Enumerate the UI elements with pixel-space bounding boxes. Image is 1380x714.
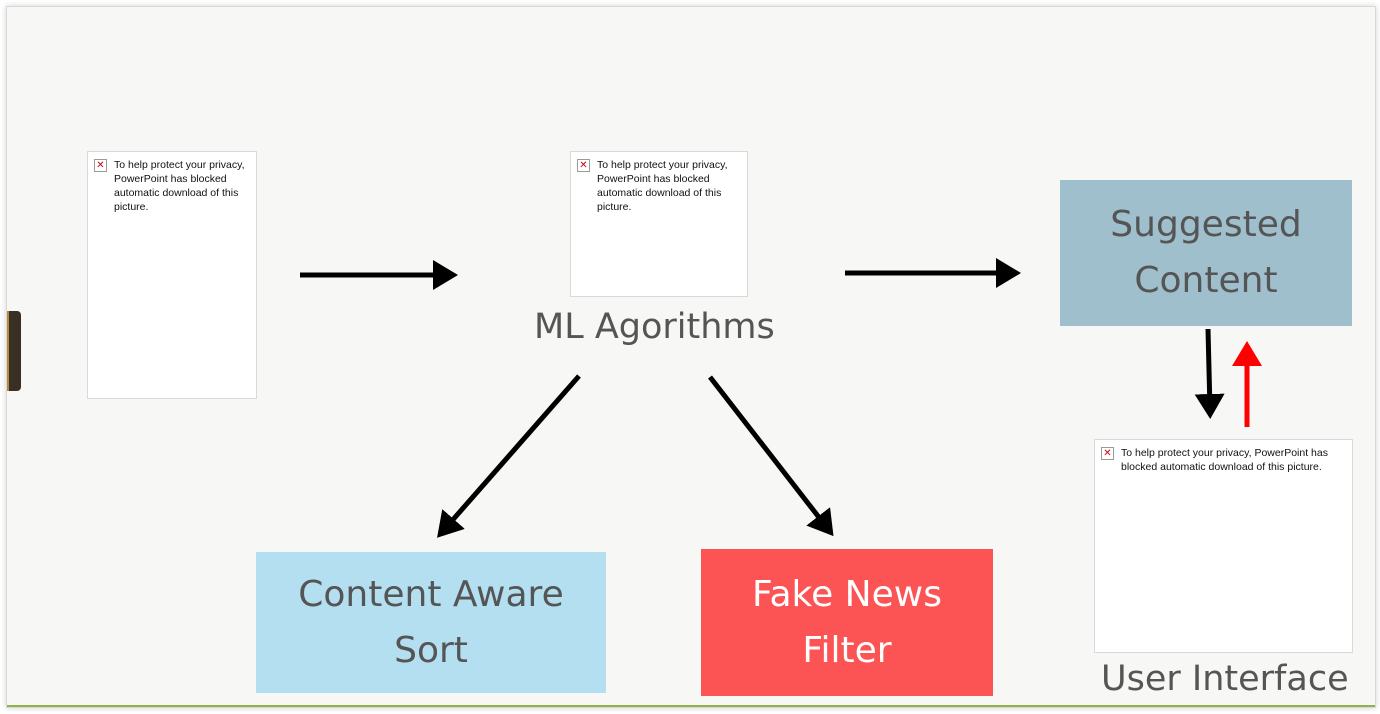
fake-news-filter-box: Fake News Filter [701,549,993,696]
blocked-picture-source: ✕ To help protect your privacy, PowerPoi… [87,151,257,399]
suggested-content-box: Suggested Content [1060,180,1352,326]
arrow-ml-to-content-aware-sort [437,374,581,538]
arrow-ml-to-fake-news-filter [708,375,834,537]
broken-image-icon: ✕ [577,159,590,172]
flow-arrows [300,258,1262,538]
ml-algorithms-label: ML Agorithms [534,307,775,347]
user-interface-label: User Interface [1101,659,1349,699]
blocked-picture-message: To help protect your privacy, PowerPoint… [114,159,245,213]
slide: ✕ To help protect your privacy, PowerPoi… [6,6,1376,708]
blocked-picture-user-interface: ✕ To help protect your privacy, PowerPoi… [1094,439,1353,653]
slide-bottom-rule [7,705,1375,707]
broken-image-icon: ✕ [94,159,107,172]
slide-side-tab [7,311,21,391]
content-aware-sort-box: Content Aware Sort [256,552,606,693]
arrow-suggested-to-ui [1194,328,1225,419]
blocked-picture-message: To help protect your privacy, PowerPoint… [597,159,728,213]
blocked-picture-message: To help protect your privacy, PowerPoint… [1121,447,1328,473]
broken-image-icon: ✕ [1101,447,1114,460]
blocked-picture-ml: ✕ To help protect your privacy, PowerPoi… [570,151,748,297]
